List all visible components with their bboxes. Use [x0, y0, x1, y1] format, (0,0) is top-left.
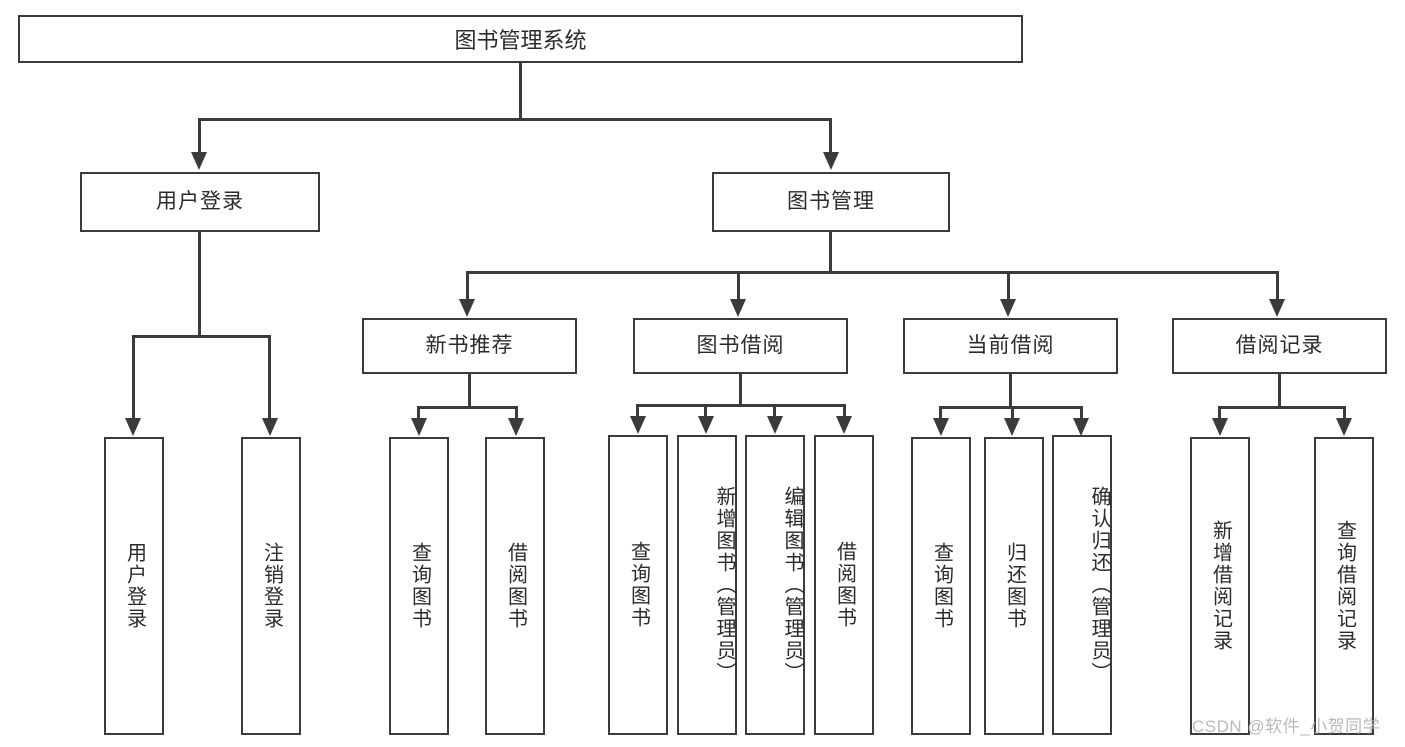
node-root-system[interactable]: 图书管理系统: [18, 15, 1023, 63]
leaf-logout[interactable]: 注销登录: [241, 437, 301, 735]
leaf-borrow-book-new[interactable]: 借阅图书: [485, 437, 545, 735]
connector-current-borrow-drop-3: [1080, 406, 1083, 420]
arrow-book-borrow-leaf-4: [836, 416, 852, 434]
leaf-confirm-return-admin[interactable]: 确认归还（管理员）: [1052, 435, 1112, 735]
connector-borrow-record-drop-2: [1343, 406, 1346, 420]
leaf-query-book-new[interactable]: 查询图书: [389, 437, 449, 735]
connector-new-book-bus: [417, 406, 518, 409]
node-label: 新书推荐: [425, 334, 514, 358]
leaf-add-book-admin[interactable]: 新增图书（管理员）: [677, 435, 737, 735]
connector-root-bus: [198, 118, 832, 121]
node-label: 用户登录: [123, 542, 146, 630]
leaf-query-borrow-record[interactable]: 查询借阅记录: [1314, 437, 1374, 735]
arrow-to-borrow-record: [1269, 299, 1285, 317]
leaf-user-login[interactable]: 用户登录: [104, 437, 164, 735]
connector-user-login-drop-2: [268, 335, 271, 420]
node-label: 用户登录: [156, 190, 244, 214]
arrow-current-borrow-leaf-1: [933, 418, 949, 436]
node-label: 归还图书: [1003, 542, 1026, 630]
connector-book-manage-stem: [829, 232, 832, 271]
connector-new-book-drop-1: [417, 406, 420, 420]
node-label: 确认归还（管理员）: [1088, 486, 1110, 684]
connector-level3-bus: [466, 271, 1279, 274]
arrow-new-book-leaf-1: [411, 418, 427, 436]
leaf-edit-book-admin[interactable]: 编辑图书（管理员）: [745, 435, 805, 735]
connector-current-borrow-stem: [1009, 374, 1012, 406]
node-label: 查询图书: [930, 542, 953, 630]
node-label: 当前借阅: [966, 334, 1055, 358]
arrow-current-borrow-leaf-2: [1004, 418, 1020, 436]
leaf-query-book-borrow[interactable]: 查询图书: [608, 435, 668, 735]
leaf-add-borrow-record[interactable]: 新增借阅记录: [1190, 437, 1250, 735]
node-borrow-record[interactable]: 借阅记录: [1172, 318, 1387, 374]
node-label: 编辑图书（管理员）: [781, 486, 803, 684]
connector-level3-drop-4: [1276, 271, 1279, 301]
connector-borrow-record-drop-1: [1218, 406, 1221, 420]
leaf-borrow-book[interactable]: 借阅图书: [814, 435, 874, 735]
node-new-book-recommend[interactable]: 新书推荐: [362, 318, 577, 374]
arrow-book-borrow-leaf-1: [630, 416, 646, 434]
arrow-new-book-leaf-2: [508, 418, 524, 436]
node-label: 借阅记录: [1235, 334, 1324, 358]
arrow-to-new-book-rec: [459, 299, 475, 317]
node-label: 注销登录: [260, 542, 283, 630]
connector-book-borrow-drop-1: [636, 404, 639, 418]
connector-user-login-bus: [132, 335, 271, 338]
connector-book-borrow-drop-3: [773, 404, 776, 418]
connector-user-login-drop-1: [132, 335, 135, 420]
connector-new-book-drop-2: [515, 406, 518, 420]
arrow-book-borrow-leaf-3: [767, 416, 783, 434]
node-label: 图书管理: [787, 190, 875, 214]
connector-borrow-record-stem: [1278, 374, 1281, 406]
arrow-to-current-borrow: [1000, 299, 1016, 317]
connector-book-borrow-stem: [739, 374, 742, 404]
node-label: 借阅图书: [833, 541, 856, 629]
connector-level3-drop-2: [737, 271, 740, 301]
connector-book-borrow-drop-4: [843, 404, 846, 418]
node-label: 查询图书: [627, 541, 650, 629]
connector-new-book-stem: [468, 374, 471, 406]
node-current-borrow[interactable]: 当前借阅: [903, 318, 1118, 374]
arrow-current-borrow-leaf-3: [1073, 418, 1089, 436]
arrow-to-leaf-logout: [262, 418, 278, 436]
node-label: 图书管理系统: [454, 28, 587, 53]
arrow-to-book-borrow: [730, 299, 746, 317]
arrow-to-book-manage: [823, 152, 839, 170]
node-label: 新增借阅记录: [1209, 520, 1232, 652]
node-label: 图书借阅: [696, 334, 785, 358]
node-label: 查询借阅记录: [1333, 520, 1356, 652]
arrow-to-leaf-user-login: [125, 418, 141, 436]
connector-root-stem: [519, 63, 522, 118]
node-book-management[interactable]: 图书管理: [712, 172, 950, 232]
node-label: 借阅图书: [504, 542, 527, 630]
arrow-to-user-login: [191, 152, 207, 170]
node-book-borrow[interactable]: 图书借阅: [633, 318, 848, 374]
node-label: 新增图书（管理员）: [713, 486, 735, 684]
node-label: 查询图书: [408, 542, 431, 630]
connector-current-borrow-drop-1: [939, 406, 942, 420]
leaf-return-book[interactable]: 归还图书: [984, 437, 1044, 735]
connector-borrow-record-bus: [1218, 406, 1346, 409]
connector-book-borrow-bus: [636, 404, 846, 407]
connector-level3-drop-1: [466, 271, 469, 301]
connector-book-borrow-drop-2: [704, 404, 707, 418]
leaf-query-book-current[interactable]: 查询图书: [911, 437, 971, 735]
connector-user-login-stem: [198, 232, 201, 335]
connector-current-borrow-drop-2: [1011, 406, 1014, 420]
arrow-borrow-record-leaf-2: [1336, 418, 1352, 436]
node-user-login[interactable]: 用户登录: [80, 172, 320, 232]
connector-level3-drop-3: [1007, 271, 1010, 301]
connector-root-drop-left: [198, 118, 201, 154]
connector-root-drop-right: [829, 118, 832, 154]
arrow-book-borrow-leaf-2: [698, 416, 714, 434]
arrow-borrow-record-leaf-1: [1212, 418, 1228, 436]
